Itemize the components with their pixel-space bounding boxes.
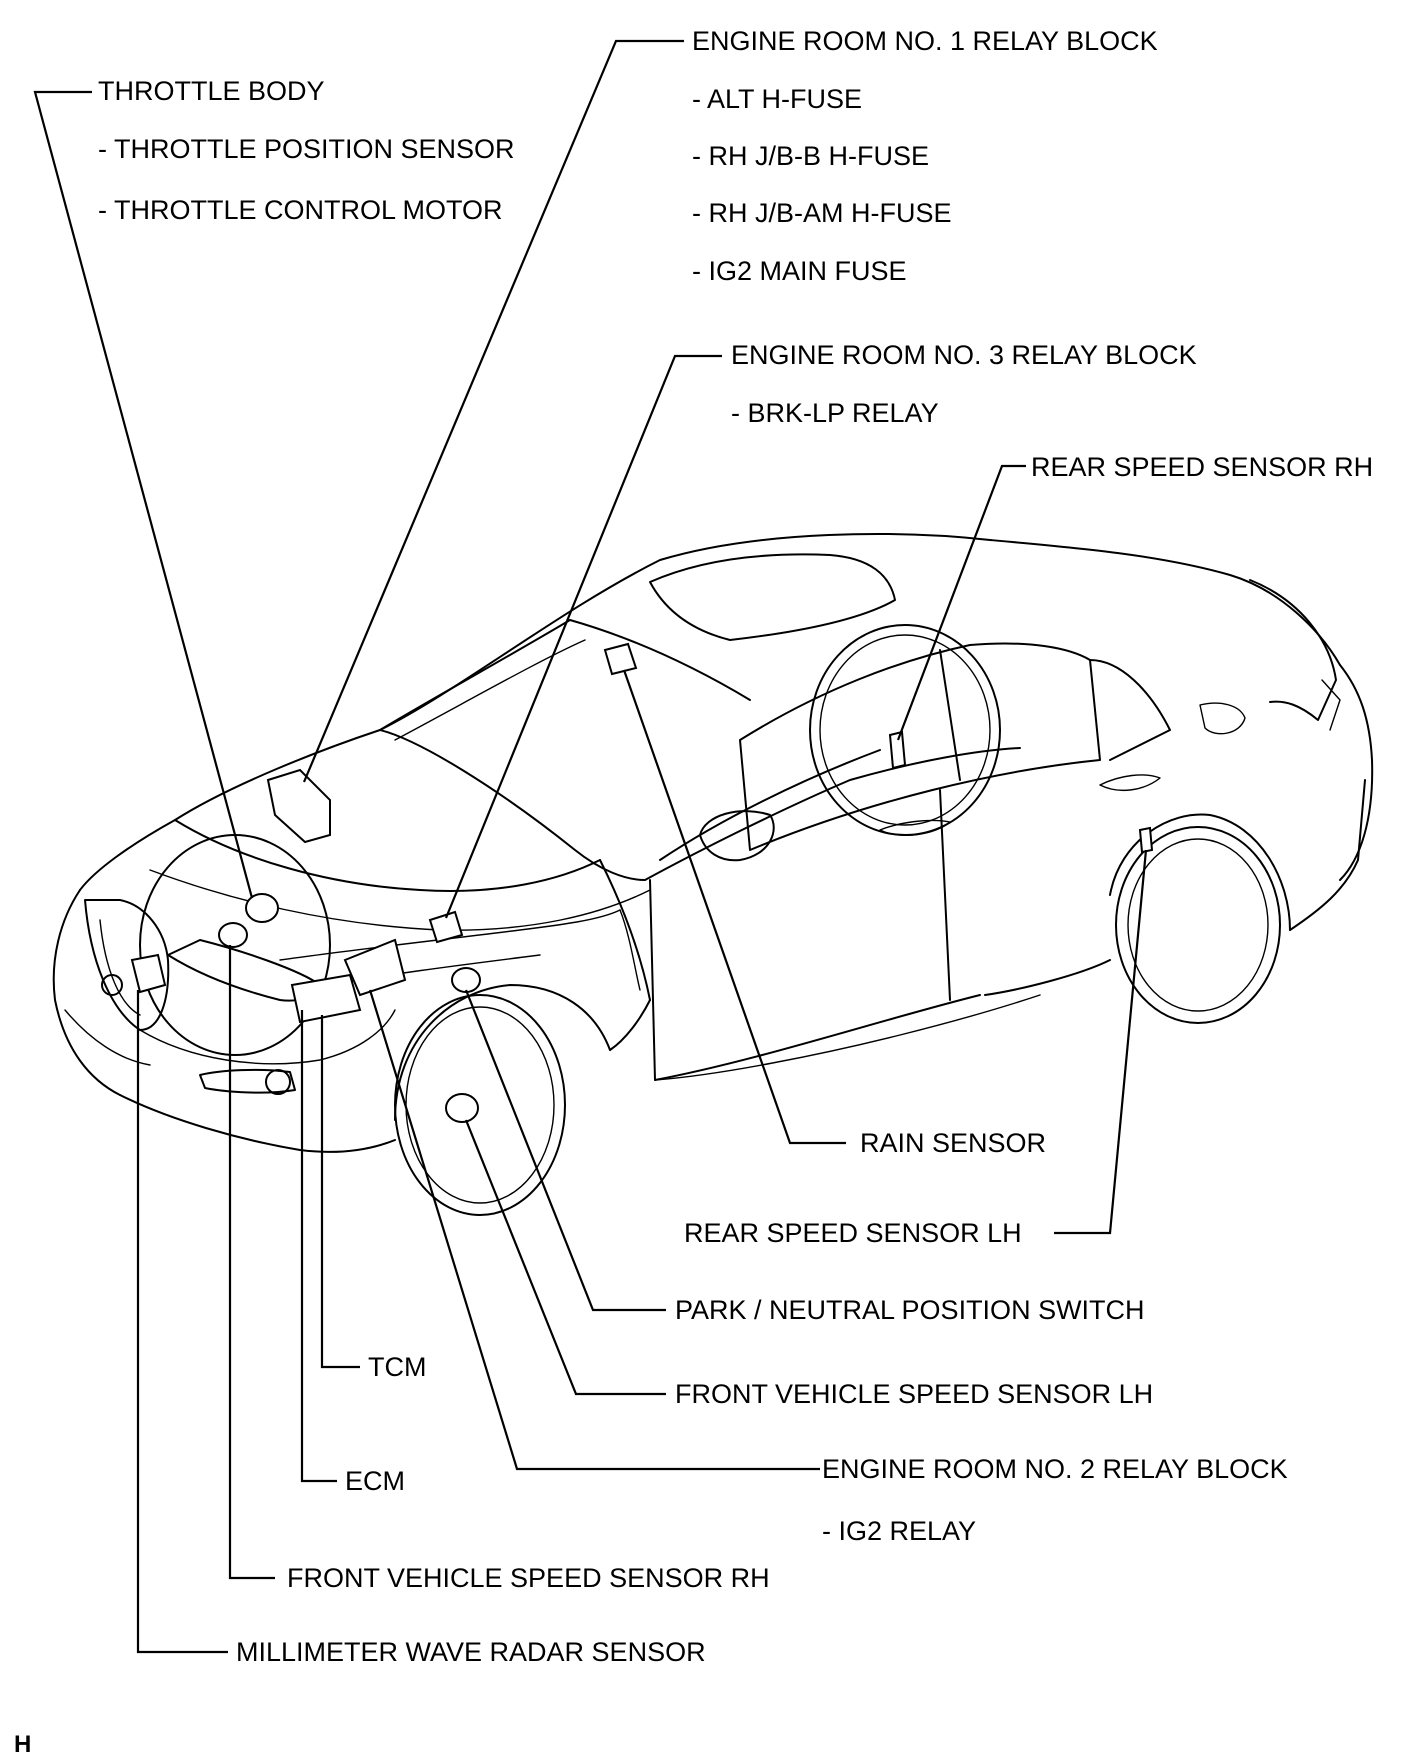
label-throttle-position-sensor: - THROTTLE POSITION SENSOR: [98, 134, 515, 164]
label-front-speed-sensor-rh: FRONT VEHICLE SPEED SENSOR RH: [287, 1563, 770, 1593]
label-engine-room-relay-3: ENGINE ROOM NO. 3 RELAY BLOCK: [731, 340, 1197, 370]
leader-lines: [33, 39, 1148, 1654]
label-rear-speed-sensor-lh: REAR SPEED SENSOR LH: [684, 1218, 1022, 1248]
label-brklp-relay: - BRK-LP RELAY: [731, 398, 939, 428]
label-rh-jbb-hfuse: - RH J/B-B H-FUSE: [692, 141, 929, 171]
label-throttle-control-motor: - THROTTLE CONTROL MOTOR: [98, 195, 503, 225]
label-front-speed-sensor-lh: FRONT VEHICLE SPEED SENSOR LH: [675, 1379, 1153, 1409]
label-throttle-body: THROTTLE BODY: [98, 76, 325, 106]
label-alt-hfuse: - ALT H-FUSE: [692, 84, 862, 114]
component-markers: [130, 642, 1154, 1123]
label-tcm: TCM: [368, 1352, 426, 1382]
label-ig2-relay: - IG2 RELAY: [822, 1516, 976, 1546]
label-engine-room-relay-2: ENGINE ROOM NO. 2 RELAY BLOCK: [822, 1454, 1288, 1484]
label-rh-jbam-hfuse: - RH J/B-AM H-FUSE: [692, 198, 952, 228]
label-park-neutral-switch: PARK / NEUTRAL POSITION SWITCH: [675, 1295, 1145, 1325]
label-rain-sensor: RAIN SENSOR: [860, 1128, 1046, 1158]
corner-mark: H: [14, 1731, 31, 1758]
label-engine-room-relay-1: ENGINE ROOM NO. 1 RELAY BLOCK: [692, 26, 1158, 56]
label-millimeter-wave-radar: MILLIMETER WAVE RADAR SENSOR: [236, 1637, 706, 1667]
label-ecm: ECM: [345, 1466, 405, 1496]
component-labels: THROTTLE BODY - THROTTLE POSITION SENSOR…: [14, 26, 1373, 1758]
car-body-illustration: [52, 533, 1374, 1216]
label-rear-speed-sensor-rh: REAR SPEED SENSOR RH: [1031, 452, 1373, 482]
label-ig2-main-fuse: - IG2 MAIN FUSE: [692, 256, 907, 286]
